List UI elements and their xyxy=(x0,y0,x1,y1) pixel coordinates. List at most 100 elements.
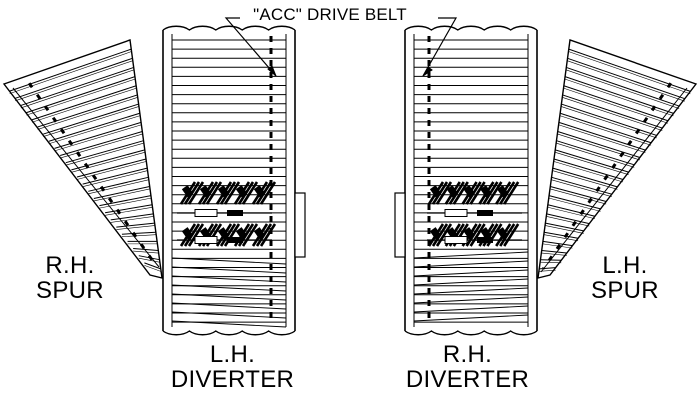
spur-roller xyxy=(561,103,657,136)
rh-spur-conveyor xyxy=(2,39,163,279)
lh-spur-label-line1: L.H. xyxy=(602,252,648,279)
actuator-cylinder xyxy=(444,209,468,217)
spur-roller-shadow xyxy=(105,206,153,216)
spur-roller-shadow xyxy=(88,179,149,195)
diverter-angled-roller xyxy=(413,260,529,268)
spur-roller-shadow xyxy=(558,124,646,153)
diverter-shoe-block xyxy=(235,227,248,240)
spur-roller xyxy=(20,66,134,106)
spur-roller-shadow xyxy=(562,97,663,131)
spur-roller xyxy=(552,167,618,188)
rh-diverter-label-line2: DIVERTER xyxy=(405,366,530,393)
spur-drive-belt xyxy=(27,82,158,268)
diverter-angled-roller xyxy=(171,293,287,301)
diverter-shoe-block xyxy=(253,227,266,240)
diverter-shoe-block xyxy=(429,185,442,198)
lh-diverter-label-line1: L.H. xyxy=(209,341,256,368)
spur-roller xyxy=(559,112,652,144)
spur-roller xyxy=(116,222,155,228)
spur-roller-shadow xyxy=(557,133,640,161)
spur-drive-belt xyxy=(542,82,673,270)
lh-spur-label: L.H. SPUR xyxy=(570,253,680,303)
spur-roller-shadow xyxy=(561,106,657,139)
rh-diverter-label: R.H. DIVERTER xyxy=(390,342,545,392)
spur-roller-shadow xyxy=(541,252,567,256)
spur-roller xyxy=(76,158,147,178)
spur-roller-shadow xyxy=(26,78,136,116)
spur-roller xyxy=(544,231,579,239)
diverter-shoe-block xyxy=(235,185,248,198)
diverter-angled-roller xyxy=(171,266,287,274)
spur-roller-shadow xyxy=(54,124,142,152)
spur-roller xyxy=(547,204,596,217)
acc-drive-belt-callout: "ACC" DRIVE BELT xyxy=(253,5,407,24)
actuator-body xyxy=(227,210,243,216)
spur-roller xyxy=(562,94,663,129)
spur-roller xyxy=(548,195,601,210)
spur-roller-shadow xyxy=(539,269,556,272)
actuator-body xyxy=(227,237,243,243)
diverter-angled-roller xyxy=(413,269,529,277)
diverter-shoe-block xyxy=(463,185,475,198)
spur-roller xyxy=(551,176,612,195)
spur-roller xyxy=(566,66,680,107)
spur-roller xyxy=(104,204,153,214)
spur-roller xyxy=(563,85,669,122)
spur-roller-shadow xyxy=(547,206,595,220)
rh-spur-label: R.H. SPUR xyxy=(20,253,120,303)
actuator-body xyxy=(477,237,493,243)
diverter-shoe-block xyxy=(497,185,509,198)
actuator-cylinder xyxy=(194,236,218,244)
spur-roller-shadow xyxy=(566,69,680,109)
spur-roller xyxy=(545,222,584,232)
diverter-shoe-block xyxy=(446,185,459,198)
spur-roller-shadow xyxy=(71,152,145,173)
spur-roller-shadow xyxy=(99,197,151,209)
callout-arrow-right xyxy=(422,66,433,77)
diverter-angled-roller xyxy=(413,314,529,322)
diverter-angled-roller xyxy=(413,296,529,304)
diverter-shoe-block xyxy=(181,227,194,240)
lh-diverter-conveyor xyxy=(162,25,306,336)
diverter-shoe-block xyxy=(497,227,509,240)
spur-roller-shadow xyxy=(550,188,607,205)
spur-roller-shadow xyxy=(31,87,137,123)
spur-roller-shadow xyxy=(43,106,139,137)
spur-roller-shadow xyxy=(555,152,629,175)
spur-roller-shadow xyxy=(567,60,685,102)
diverter-angled-roller xyxy=(171,302,287,310)
diverter-shoe-block xyxy=(463,227,475,240)
spur-roller xyxy=(556,140,635,166)
spur-roller xyxy=(558,121,646,151)
spur-roller-shadow xyxy=(144,265,161,272)
spur-roller-shadow xyxy=(76,161,147,180)
drive-belt-leader-lines xyxy=(224,17,458,77)
spur-roller xyxy=(43,103,139,135)
rh-spur-label-line2: SPUR xyxy=(36,277,104,304)
spur-roller-shadow xyxy=(15,60,133,102)
callout-leader-left xyxy=(224,17,277,77)
spur-roller xyxy=(60,131,143,157)
lh-diverter-label-line2: DIVERTER xyxy=(170,366,295,393)
spur-roller-shadow xyxy=(133,250,159,254)
spur-roller xyxy=(541,250,567,254)
lh-diverter-label: L.H. DIVERTER xyxy=(155,342,310,392)
spur-roller-shadow xyxy=(121,234,156,238)
rh-diverter-conveyor xyxy=(394,25,538,336)
spur-roller xyxy=(550,185,607,203)
spur-roller-shadow xyxy=(48,115,140,145)
spur-roller-shadow xyxy=(549,197,601,212)
spur-roller xyxy=(15,57,133,99)
spur-roller-shadow xyxy=(551,179,612,197)
callout-leader-right xyxy=(422,17,458,77)
spur-roller xyxy=(144,262,161,270)
spur-roller xyxy=(26,76,136,114)
diverter-shoe-block xyxy=(217,185,230,198)
actuator-body xyxy=(477,210,493,216)
spur-roller-shadow xyxy=(65,142,144,166)
spur-roller xyxy=(88,176,149,192)
diverter-angled-roller xyxy=(171,311,287,319)
rh-spur-label-line1: R.H. xyxy=(45,252,95,279)
lh-spur-conveyor xyxy=(537,39,698,279)
